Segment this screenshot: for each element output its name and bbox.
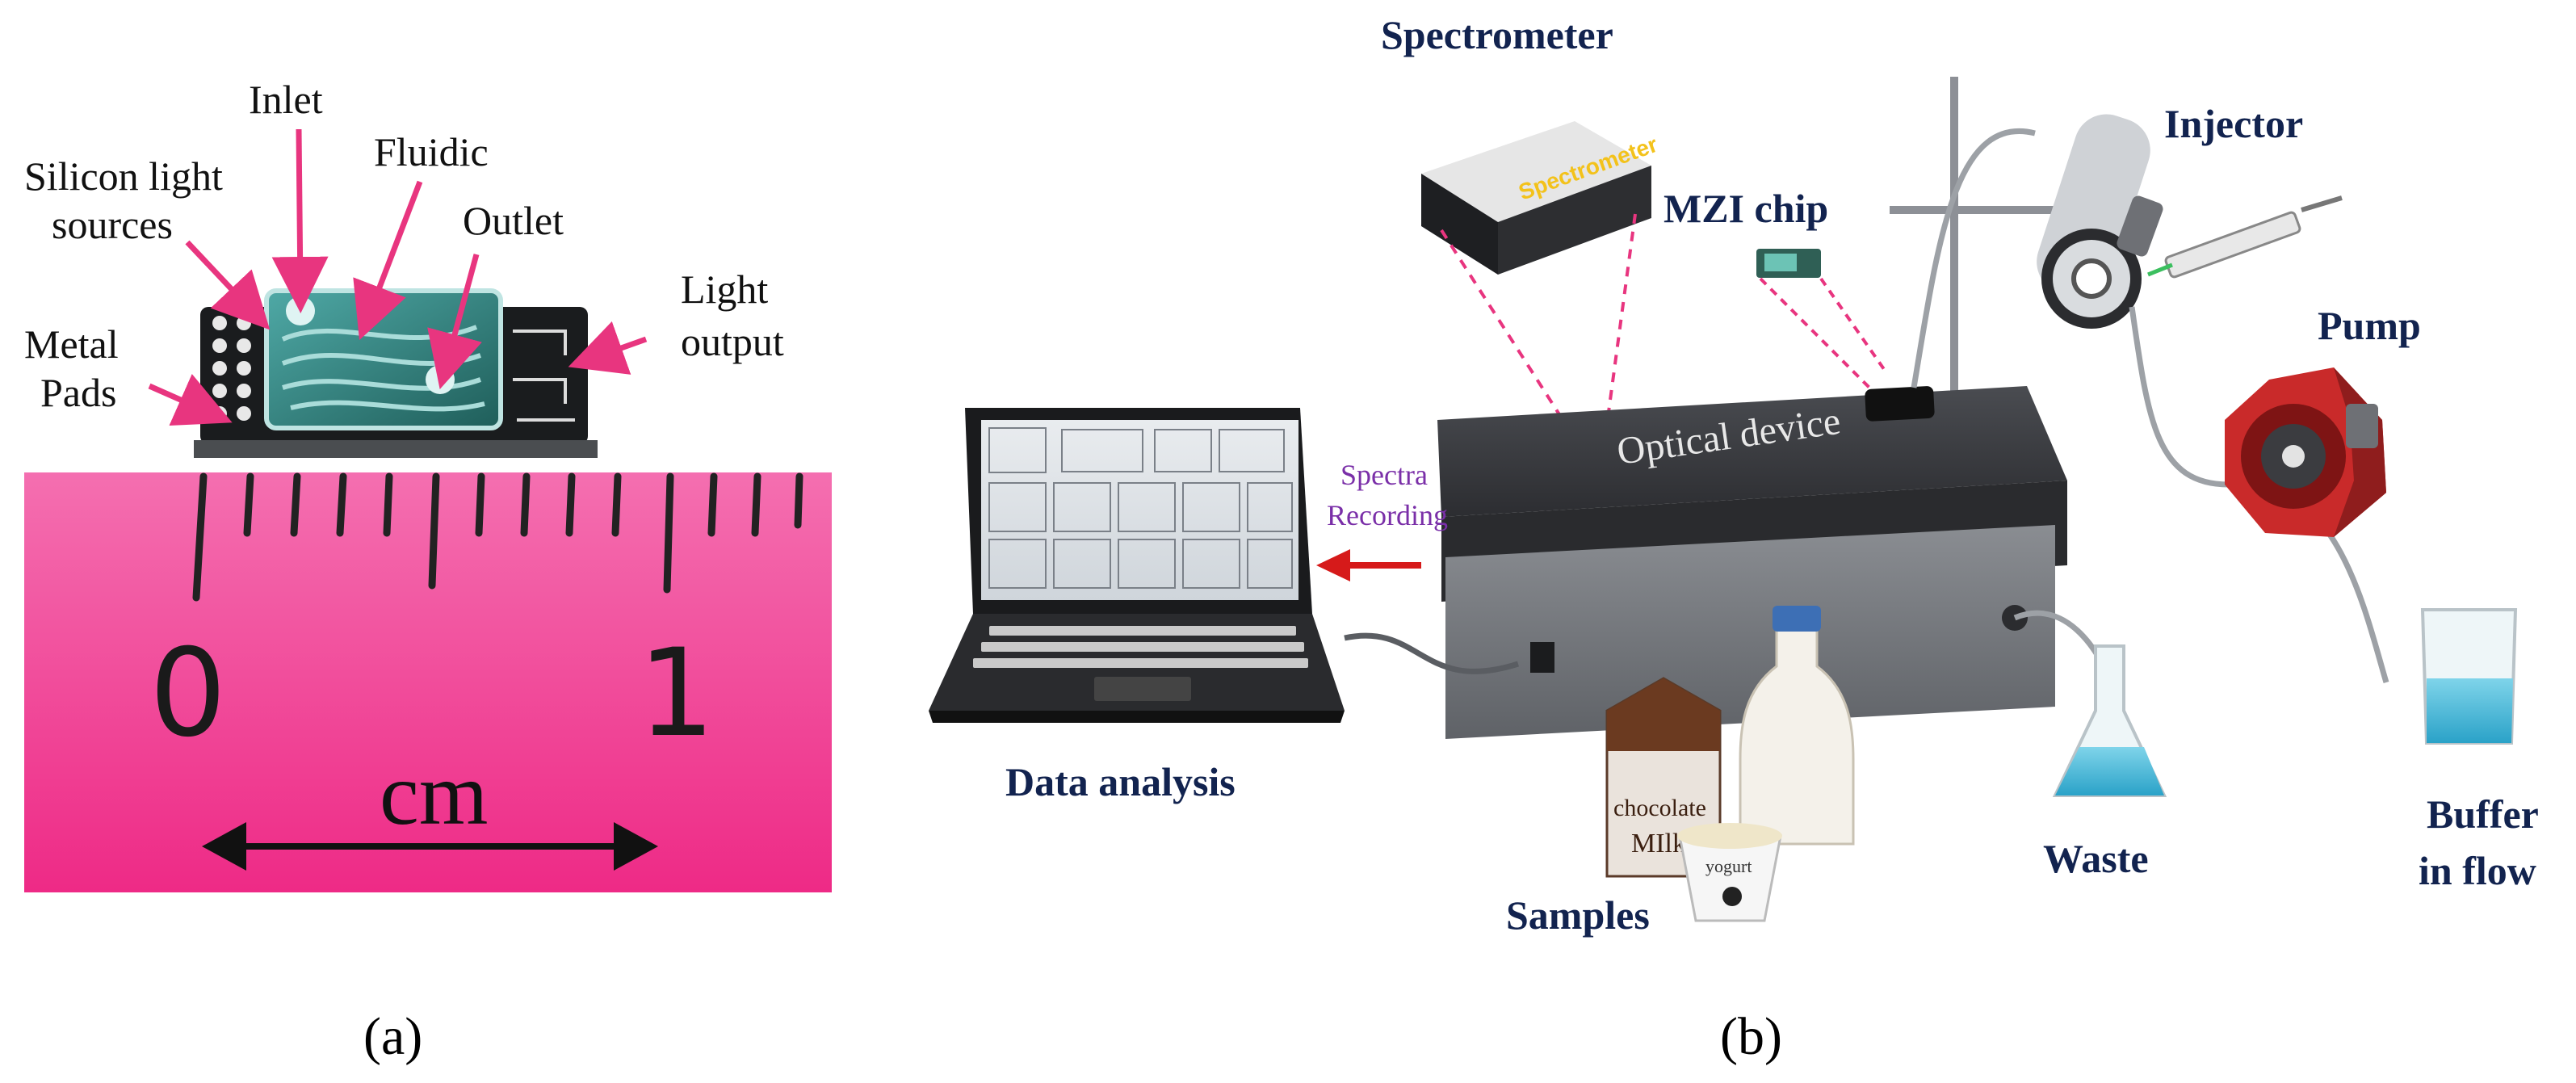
spectra-recording-arrow — [1316, 549, 1421, 581]
spectrometer-device: Spectrometer — [1421, 121, 1661, 275]
ruler-ticks — [192, 472, 803, 602]
milk-bottle — [1739, 606, 1855, 846]
label-metal-pads-line1: Metal — [24, 321, 119, 367]
mzi-chip-small — [1756, 249, 1821, 278]
carton-text-2: MIlk — [1631, 829, 1686, 858]
injector-valve — [2037, 114, 2163, 329]
panel-a: 0 1 cm — [24, 77, 832, 1066]
label-spectrometer: Spectrometer — [1381, 12, 1613, 57]
peristaltic-pump — [2225, 367, 2386, 537]
label-metal-pads-line2: Pads — [40, 370, 116, 415]
label-silicon-light-sources-line1: Silicon light — [24, 153, 223, 199]
optical-device-box: Optical device — [1437, 386, 2067, 739]
label-silicon-light-sources-line2: sources — [52, 202, 173, 247]
label-light-output-line1: Light — [681, 267, 768, 312]
carton-text-1: chocolate — [1613, 795, 1706, 821]
scale-bar-arrow — [202, 822, 658, 871]
label-mzi-chip: MZI chip — [1663, 186, 1828, 231]
label-buffer-line1: Buffer — [2427, 791, 2539, 837]
caption-b: (b) — [1720, 1007, 1782, 1066]
label-inlet: Inlet — [249, 77, 323, 122]
label-injector: Injector — [2164, 101, 2303, 146]
spectrometer-light-lines — [1440, 213, 1637, 434]
ruler-label-1: 1 — [638, 623, 715, 764]
usb-cable — [1344, 632, 1520, 674]
label-spectra-recording-line1: Spectra — [1340, 459, 1428, 491]
laptop — [929, 408, 1345, 723]
yogurt-cup: yogurt — [1677, 823, 1782, 922]
caption-a: (a) — [363, 1007, 422, 1066]
mzi-chip-photo — [194, 288, 598, 458]
panel-b: Spectrometer Spectrometer MZI chip — [929, 12, 2539, 1066]
buffer-beaker — [2420, 608, 2518, 745]
label-spectra-recording-line2: Recording — [1327, 499, 1448, 531]
ruler — [24, 472, 832, 892]
ruler-unit-label: cm — [380, 745, 488, 843]
label-pump: Pump — [2318, 303, 2421, 348]
milk-carton: chocolate MIlk — [1605, 677, 1722, 878]
mzi-light-lines — [1759, 277, 1887, 393]
yogurt-text: yogurt — [1705, 856, 1752, 876]
label-outlet: Outlet — [463, 198, 564, 243]
label-light-output-line2: output — [681, 319, 784, 364]
syringe — [2147, 195, 2343, 279]
label-samples: Samples — [1506, 892, 1650, 938]
ruler-label-0: 0 — [149, 623, 226, 764]
label-data-analysis: Data analysis — [1005, 759, 1236, 804]
label-fluidic: Fluidic — [374, 129, 489, 174]
label-waste: Waste — [2043, 836, 2149, 881]
annotation-arrows-a — [148, 128, 648, 426]
waste-flask — [2052, 644, 2167, 797]
label-buffer-line2: in flow — [2419, 848, 2536, 893]
